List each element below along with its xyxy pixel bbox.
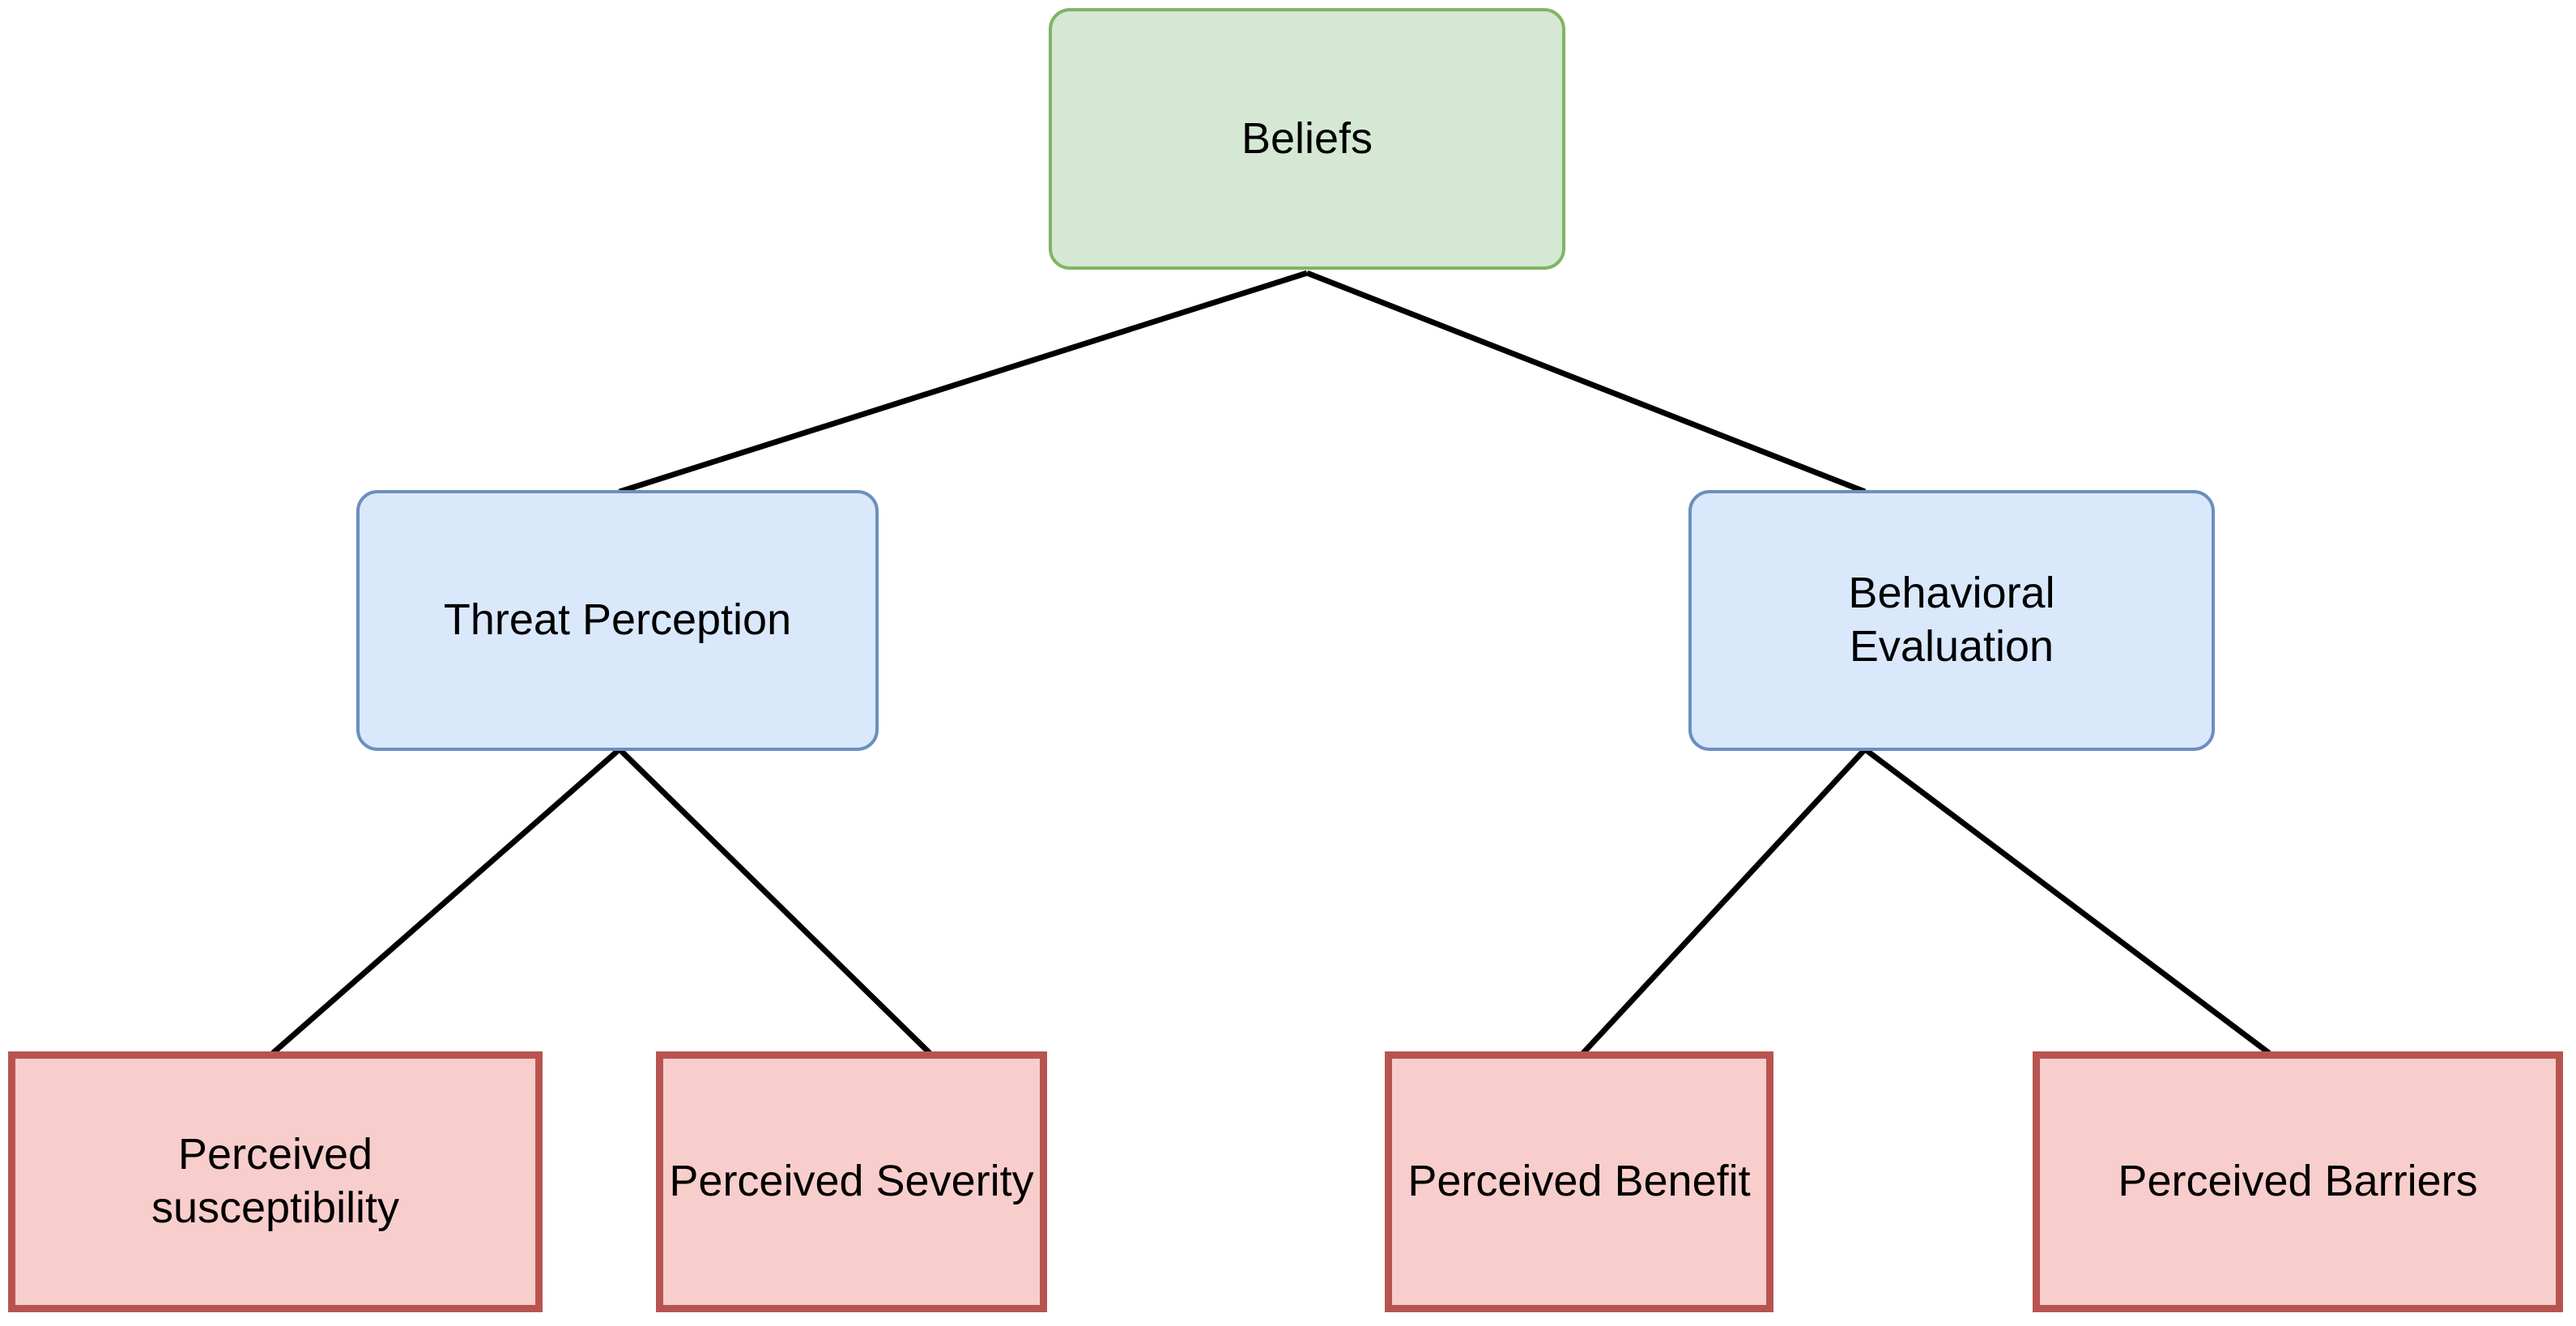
node-perceived-severity[interactable]: Perceived Severity <box>656 1051 1047 1312</box>
node-threat-perception[interactable]: Threat Perception <box>356 490 879 751</box>
node-perceived-benefit-label: Perceived Benefit <box>1407 1157 1751 1206</box>
node-behavioral-evaluation[interactable]: Behavioral Evaluation <box>1688 490 2215 751</box>
node-beliefs-label: Beliefs <box>1241 113 1373 163</box>
edge-threat-perception-to-severity <box>617 747 932 1055</box>
edge-behavioral-evaluation-to-barriers <box>1863 747 2272 1055</box>
node-perceived-susceptibility-label: Perceived susceptibility <box>151 1130 400 1232</box>
node-perceived-barriers-label: Perceived Barriers <box>2118 1157 2478 1206</box>
node-behavioral-evaluation-label: Behavioral Evaluation <box>1848 569 2055 671</box>
edge-beliefs-to-threat-perception <box>618 270 1309 495</box>
node-threat-perception-label: Threat Perception <box>443 595 792 645</box>
node-perceived-benefit[interactable]: Perceived Benefit <box>1385 1051 1773 1312</box>
edge-behavioral-evaluation-to-benefit <box>1581 747 1867 1055</box>
node-perceived-susceptibility[interactable]: Perceived susceptibility <box>8 1051 543 1312</box>
edge-threat-perception-to-susceptibility <box>270 747 622 1055</box>
node-beliefs[interactable]: Beliefs <box>1049 8 1565 270</box>
node-perceived-barriers[interactable]: Perceived Barriers <box>2033 1051 2563 1312</box>
node-perceived-severity-label: Perceived Severity <box>669 1157 1034 1206</box>
edge-beliefs-to-behavioral-evaluation <box>1305 270 1867 495</box>
